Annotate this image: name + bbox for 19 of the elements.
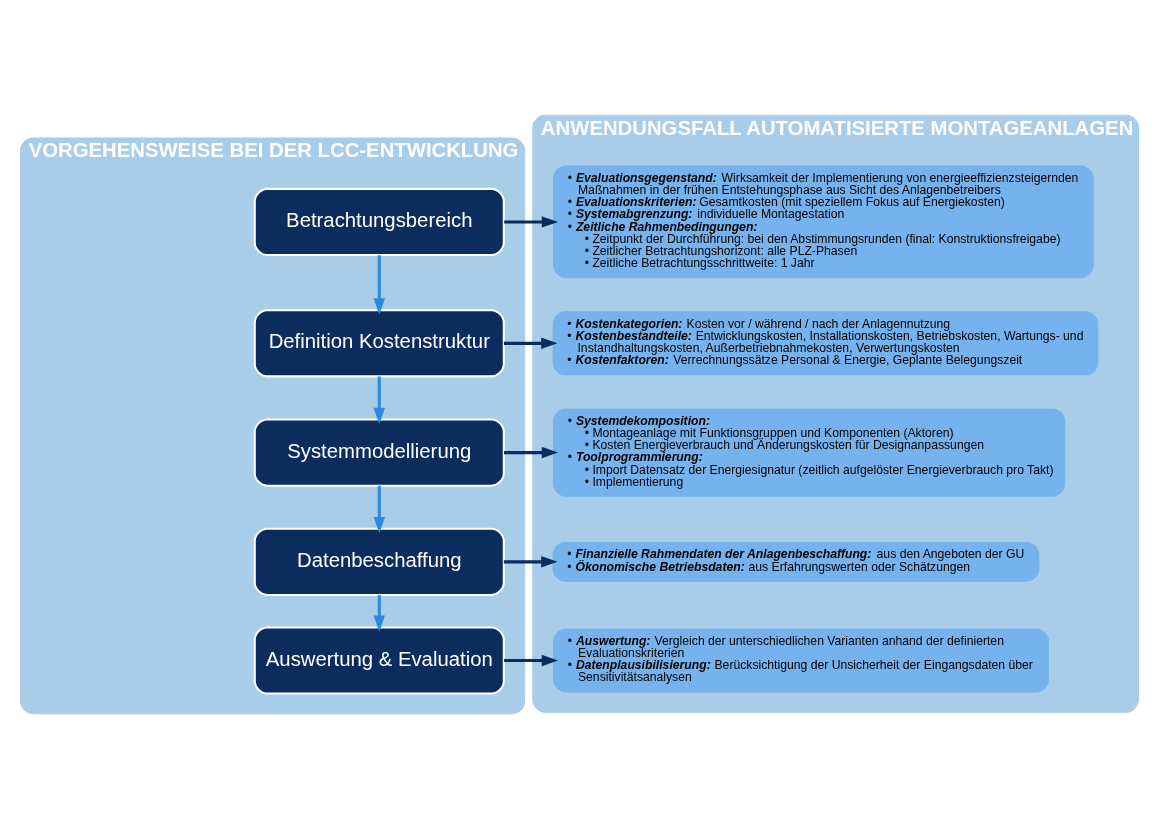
node-box: • Auswertung: Vergleich der unterschiedlichen Varianten anhand der definierten Evaluationskriterien • Datenplausibilisierung: Berücksichtigung der Unsicherheit der Eingangsdaten über Sensitivitätsanalysen <box>553 628 1050 693</box>
arrow <box>504 216 559 228</box>
node-box: • Evaluationsgegenstand: Wirksamkeit der Implementierung von energieeffizienzsteigernden Maßnahmen in der frühen Entstehungsphase aus Sicht des Anlagenbetreibers • Evaluationskriterien: Gesamtkosten (mit speziellem Fokus auf Energiekosten) • Systemabgrenzung: individuelle Montagestation • Zeitliche Rahmenbedingungen: • Zeitpunkt der Durchführung: bei den Abstimmungsrunden (final: Konstruktionsfreigabe) • Zeitlicher Betrachtungshorizont: alle PLZ-Phasen • Zeitliche Betrachtungsschrittweite: 1 Jahr <box>553 165 1094 279</box>
arrow <box>373 595 385 632</box>
node-box: Auswertung & Evaluation <box>253 626 505 695</box>
arrow <box>504 446 559 459</box>
node-box: • Finanzielle Rahmendaten der Anlagenbeschaffung: aus den Angeboten der GU • Ökonomische Betriebsdaten: aus Erfahrungswerten oder Schätzungen <box>552 542 1040 582</box>
node-box: Betrachtungsbereich <box>253 187 505 256</box>
node-box: • Systemdekomposition: • Montageanlage mit Funktionsgruppen und Komponenten (Aktoren) • Kosten Energieverbrauch und Änderungskosten für Designanpassungen • Toolprogrammierung: • Import Datensatz der Energiesignatur (zeitlich aufgelöster Energieverbrauch pro Takt) • Implementierung <box>553 408 1066 497</box>
arrow <box>503 556 558 568</box>
node-box: Datenbeschaffung <box>253 527 505 596</box>
node-box: • Kostenkategorien: Kosten vor / während / nach der Anlagennutzung • Kostenbestandteile: Entwicklungskosten, Installationskosten, Betriebskosten, Wartungs- und Instandhaltungskosten, Außerbetriebnahmekosten, Verwertungskosten • Kostenfaktoren: Verrechnungssätze Personal & Energie, Geplante Belegungszeit <box>552 311 1099 376</box>
arrow <box>373 255 385 315</box>
arrow <box>503 337 558 350</box>
node-box: Definition Kostenstruktur <box>253 309 505 378</box>
arrow <box>373 376 385 425</box>
node-box: Systemmodellierung <box>253 418 505 487</box>
arrow <box>504 654 558 667</box>
arrow <box>373 485 385 534</box>
